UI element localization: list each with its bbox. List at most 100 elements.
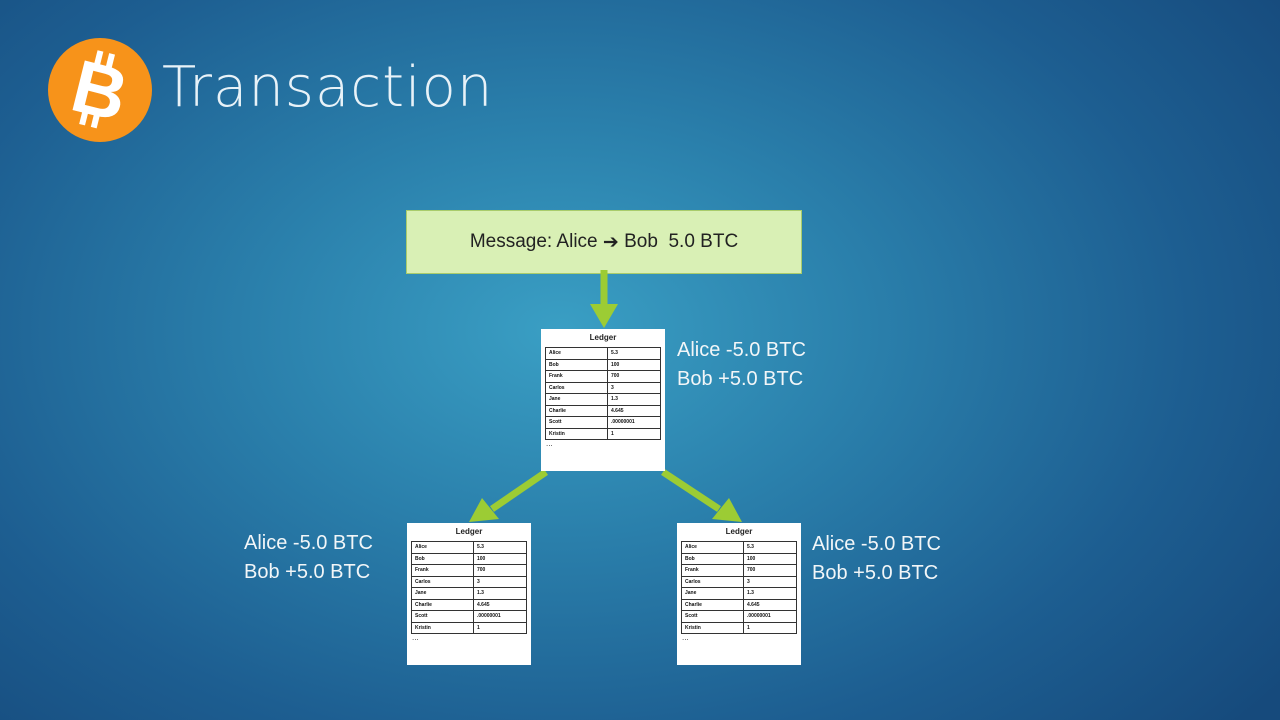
ledger-amount: 1 <box>607 427 661 440</box>
ledger-name: Carlos <box>545 381 608 394</box>
ledger-ellipsis: ... <box>682 633 689 642</box>
ledger-amount: 100 <box>473 552 527 565</box>
delta-alice: Alice -5.0 BTC <box>812 533 941 555</box>
page-title: Transaction <box>162 55 494 120</box>
ledger-name: Bob <box>411 552 474 565</box>
table-row: Scott.00000001 <box>545 416 661 429</box>
arrow-down-icon <box>590 270 618 328</box>
ledger-ellipsis: ... <box>412 633 419 642</box>
ledger-amount: 100 <box>607 358 661 371</box>
ledger-amount: 1 <box>473 621 527 634</box>
ledger-name: Jane <box>411 587 474 600</box>
delta-alice: Alice -5.0 BTC <box>677 339 806 361</box>
ledger-title: Ledger <box>725 527 753 536</box>
ledger-name: Jane <box>545 393 608 406</box>
ledger-amount: 5.3 <box>743 541 797 554</box>
table-row: Scott.00000001 <box>411 610 527 623</box>
ledger-name: Charlie <box>411 598 474 611</box>
ledger-amount: 4.645 <box>607 404 661 417</box>
ledger-name: Alice <box>411 541 474 554</box>
ledger-amount: 3 <box>473 575 527 588</box>
ledger-amount: 5.3 <box>607 347 661 360</box>
ledger-name: Carlos <box>681 575 744 588</box>
ledger-amount: 700 <box>743 564 797 577</box>
ledger-name: Scott <box>681 610 744 623</box>
delta-label-top: Alice -5.0 BTC Bob +5.0 BTC <box>677 336 806 394</box>
ledger-amount: .00000001 <box>743 610 797 623</box>
delta-alice: Alice -5.0 BTC <box>244 532 373 554</box>
ledger-name: Kristin <box>681 621 744 634</box>
ledger-amount: 1 <box>743 621 797 634</box>
ledger-amount: 4.645 <box>473 598 527 611</box>
ledger-amount: 700 <box>473 564 527 577</box>
ledger-name: Frank <box>545 370 608 383</box>
message-box: Message: Alice ➔ Bob 5.0 BTC <box>406 210 802 274</box>
ledger-amount: 100 <box>743 552 797 565</box>
bitcoin-icon: B <box>64 44 136 137</box>
ledger-amount: 4.645 <box>743 598 797 611</box>
ledger-name: Scott <box>411 610 474 623</box>
arrow-down-right-icon <box>661 469 742 522</box>
ledger-name: Scott <box>545 416 608 429</box>
ledger-name: Kristin <box>545 427 608 440</box>
delta-bob: Bob +5.0 BTC <box>244 561 371 583</box>
ledger-amount: 5.3 <box>473 541 527 554</box>
ledger-name: Frank <box>411 564 474 577</box>
ledger-amount: 3 <box>743 575 797 588</box>
ledger-amount: 1.3 <box>607 393 661 406</box>
arrow-down-left-icon <box>469 469 548 522</box>
ledger-amount: 1.3 <box>473 587 527 600</box>
ledger-name: Jane <box>681 587 744 600</box>
ledger-name: Alice <box>545 347 608 360</box>
ledger-name: Bob <box>681 552 744 565</box>
ledger-amount: 1.3 <box>743 587 797 600</box>
ledger-title: Ledger <box>455 527 483 536</box>
ledger-amount: .00000001 <box>607 416 661 429</box>
ledger-name: Bob <box>545 358 608 371</box>
ledger-name: Alice <box>681 541 744 554</box>
message-arrow-icon: ➔ <box>602 231 619 253</box>
message-prefix: Message: Alice <box>469 231 603 252</box>
table-row: Scott.00000001 <box>681 610 797 623</box>
delta-bob: Bob +5.0 BTC <box>677 368 804 390</box>
ledger-name: Kristin <box>411 621 474 634</box>
ledger-ellipsis: ... <box>546 439 553 448</box>
delta-label-left: Alice -5.0 BTC Bob +5.0 BTC <box>244 529 373 587</box>
ledger-amount: 3 <box>607 381 661 394</box>
ledger-amount: .00000001 <box>473 610 527 623</box>
ledger-name: Frank <box>681 564 744 577</box>
ledger-amount: 700 <box>607 370 661 383</box>
message-suffix: Bob 5.0 BTC <box>618 231 739 252</box>
delta-label-right: Alice -5.0 BTC Bob +5.0 BTC <box>812 530 941 588</box>
ledger-title: Ledger <box>589 333 617 342</box>
ledger-name: Charlie <box>545 404 608 417</box>
